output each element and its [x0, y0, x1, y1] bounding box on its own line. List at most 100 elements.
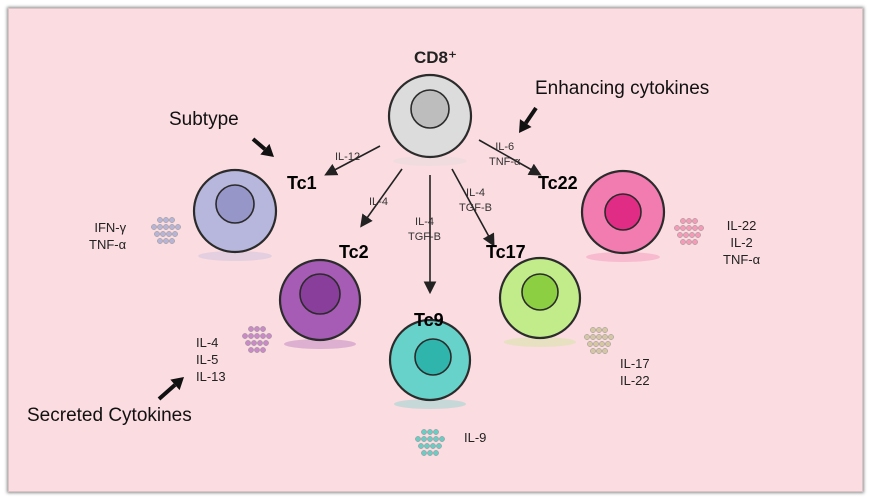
diagram-svg	[151, 73, 704, 456]
tc17-dots-dot	[587, 341, 593, 347]
tc17-cell-nucleus	[521, 273, 559, 311]
tc9-dots-dot	[415, 436, 421, 442]
tc2-dots-dot	[260, 326, 266, 332]
secreted-arrow-head	[170, 377, 184, 391]
tc1-dots-dot	[166, 231, 172, 237]
tc17-dots-dot	[590, 327, 596, 333]
tc2-dots-dot	[254, 326, 260, 332]
tc1-cell-shadow	[198, 251, 272, 261]
tc1-label: Tc1	[287, 173, 317, 193]
tc1-dots-dot	[169, 224, 175, 230]
tc22-dots-dot	[677, 232, 683, 238]
tc22-cell-nucleus	[604, 193, 642, 231]
tc1-dots-dot	[151, 224, 157, 230]
tc2-dots-dot	[248, 333, 254, 339]
arrow-to-tc1	[324, 145, 381, 176]
tc17-dots-dot	[602, 334, 608, 340]
tc22-dots-dot	[692, 218, 698, 224]
tc9-secreted-label: IL-9	[464, 430, 487, 445]
secreted-annotation: Secreted Cytokines	[27, 405, 192, 426]
tc2-dots-dot	[242, 333, 248, 339]
tc9-cell-shadow	[394, 399, 466, 409]
tc17-dots-dot	[599, 341, 605, 347]
tc9-dots-dot	[421, 429, 427, 435]
tc2-secreted-label: IL-4 IL-5 IL-13	[196, 335, 226, 384]
tc22-dots-dot	[686, 239, 692, 245]
tc17-label: Tc17	[486, 242, 526, 262]
tc22-dots-dot	[683, 232, 689, 238]
tc22-dots-dot	[692, 225, 698, 231]
tc22-dots-dot	[686, 225, 692, 231]
tc2-edge-label: IL-4	[369, 196, 388, 208]
tc2-dots-dot	[260, 333, 266, 339]
tc2-dots-dot	[245, 340, 251, 346]
tc9-dots-dot	[430, 443, 436, 449]
tc22-dots-dot	[698, 225, 704, 231]
subtype-annotation: Subtype	[169, 109, 239, 130]
tc22-label: Tc22	[538, 173, 578, 193]
tc2-label: Tc2	[339, 242, 369, 262]
tc22-dots-dot	[680, 218, 686, 224]
tc17-dots-dot	[602, 348, 608, 354]
tc9-dots-dot	[424, 443, 430, 449]
tc17-dots-dot	[593, 341, 599, 347]
tc22-dots-dot	[686, 218, 692, 224]
tc2-dots-dot	[257, 340, 263, 346]
tc22-dots-dot	[680, 225, 686, 231]
tc9-dots-dot	[418, 443, 424, 449]
tc2-dots-dot	[251, 340, 257, 346]
tc1-secreted-label: IFN-γ TNF-α	[89, 220, 127, 252]
tc1-dots-dot	[175, 224, 181, 230]
tc22-dots-dot	[689, 232, 695, 238]
tc1-dots-dot	[160, 231, 166, 237]
tc1-dots-dot	[157, 217, 163, 223]
tc22-secreted-label: IL-22 IL-2 TNF-α	[723, 218, 761, 267]
tc17-cell-shadow	[504, 337, 576, 347]
tc1-dots-dot	[169, 217, 175, 223]
tc9-dots-dot	[433, 450, 439, 456]
tc17-dots-dot	[605, 341, 611, 347]
tc1-dots-dot	[172, 231, 178, 237]
tc1-dots-dot	[163, 217, 169, 223]
tc9-dots-dot	[427, 450, 433, 456]
tc1-dots-dot	[157, 238, 163, 244]
tc1-dots-dot	[163, 224, 169, 230]
tc17-dots-dot	[608, 334, 614, 340]
tc17-dots-dot	[590, 348, 596, 354]
tc17-secreted-label: IL-17 IL-22	[620, 356, 650, 388]
enhancing-arrow-shaft	[524, 106, 538, 125]
tc2-dots-dot	[263, 340, 269, 346]
tc2-dots-dot	[266, 333, 272, 339]
tc1-cell-nucleus	[215, 184, 255, 224]
tc22-dots-dot	[692, 239, 698, 245]
tc9-dots-dot	[427, 429, 433, 435]
root-label: CD8⁺	[414, 48, 457, 67]
enhancing-annotation: Enhancing cytokines	[535, 78, 710, 99]
tc22-dots-dot	[674, 225, 680, 231]
tc22-dots-dot	[695, 232, 701, 238]
tc17-dots-dot	[596, 348, 602, 354]
tc9-dots-dot	[439, 436, 445, 442]
tc17-dots-dot	[596, 334, 602, 340]
tc9-dots-dot	[433, 429, 439, 435]
tc2-dots-dot	[254, 347, 260, 353]
tc22-edge-label: IL-6 TNF-α	[489, 141, 521, 168]
tc9-dots-dot	[421, 436, 427, 442]
tc22-dots-dot	[680, 239, 686, 245]
tc9-dots-dot	[421, 450, 427, 456]
tc9-dots-dot	[436, 443, 442, 449]
tc17-dots-dot	[602, 327, 608, 333]
tc1-dots-dot	[157, 224, 163, 230]
root-cell-shadow	[393, 156, 467, 166]
enhancing-arrow-head	[519, 119, 532, 133]
tc1-dots-dot	[169, 238, 175, 244]
tc9-dots-dot	[427, 436, 433, 442]
tc17-dots-dot	[584, 334, 590, 340]
tc2-dots-dot	[248, 347, 254, 353]
arrow-to-tc22	[478, 139, 542, 176]
tc1-dots-dot	[154, 231, 160, 237]
arrow-to-tc17	[451, 168, 495, 247]
tc22-cell-shadow	[586, 252, 660, 262]
tc2-cell-shadow	[284, 339, 356, 349]
subtype-arrow-shaft	[251, 137, 267, 151]
